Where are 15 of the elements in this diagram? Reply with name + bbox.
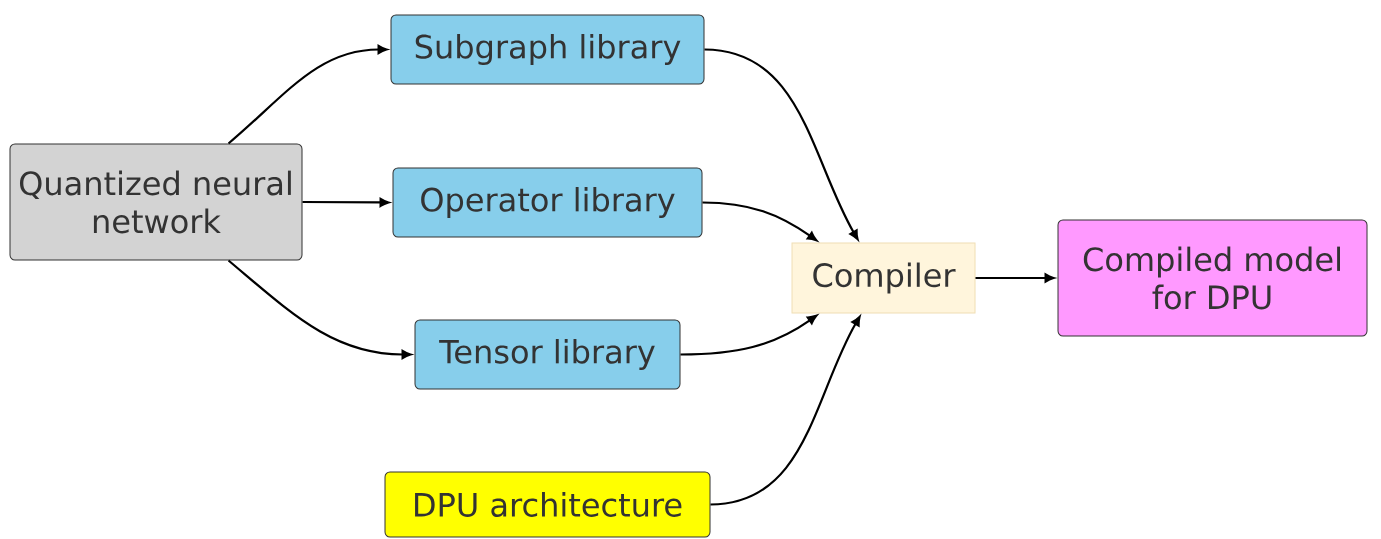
arrow <box>680 314 818 356</box>
output-box: Compiled model for DPU <box>1057 219 1368 337</box>
architecture-box: DPU architecture <box>384 471 711 538</box>
arrow <box>704 48 859 241</box>
arrow <box>227 44 388 145</box>
arrow <box>702 201 818 242</box>
compiler-box: Compiler <box>791 242 976 314</box>
library-box: Subgraph library <box>390 14 705 85</box>
library-box: Tensor library <box>414 319 681 390</box>
arrow <box>710 315 861 506</box>
input-box: Quantized neural network <box>9 143 303 261</box>
arrow <box>227 259 412 360</box>
library-box: Operator library <box>392 167 703 238</box>
arrow <box>302 197 390 207</box>
arrow <box>975 273 1055 283</box>
